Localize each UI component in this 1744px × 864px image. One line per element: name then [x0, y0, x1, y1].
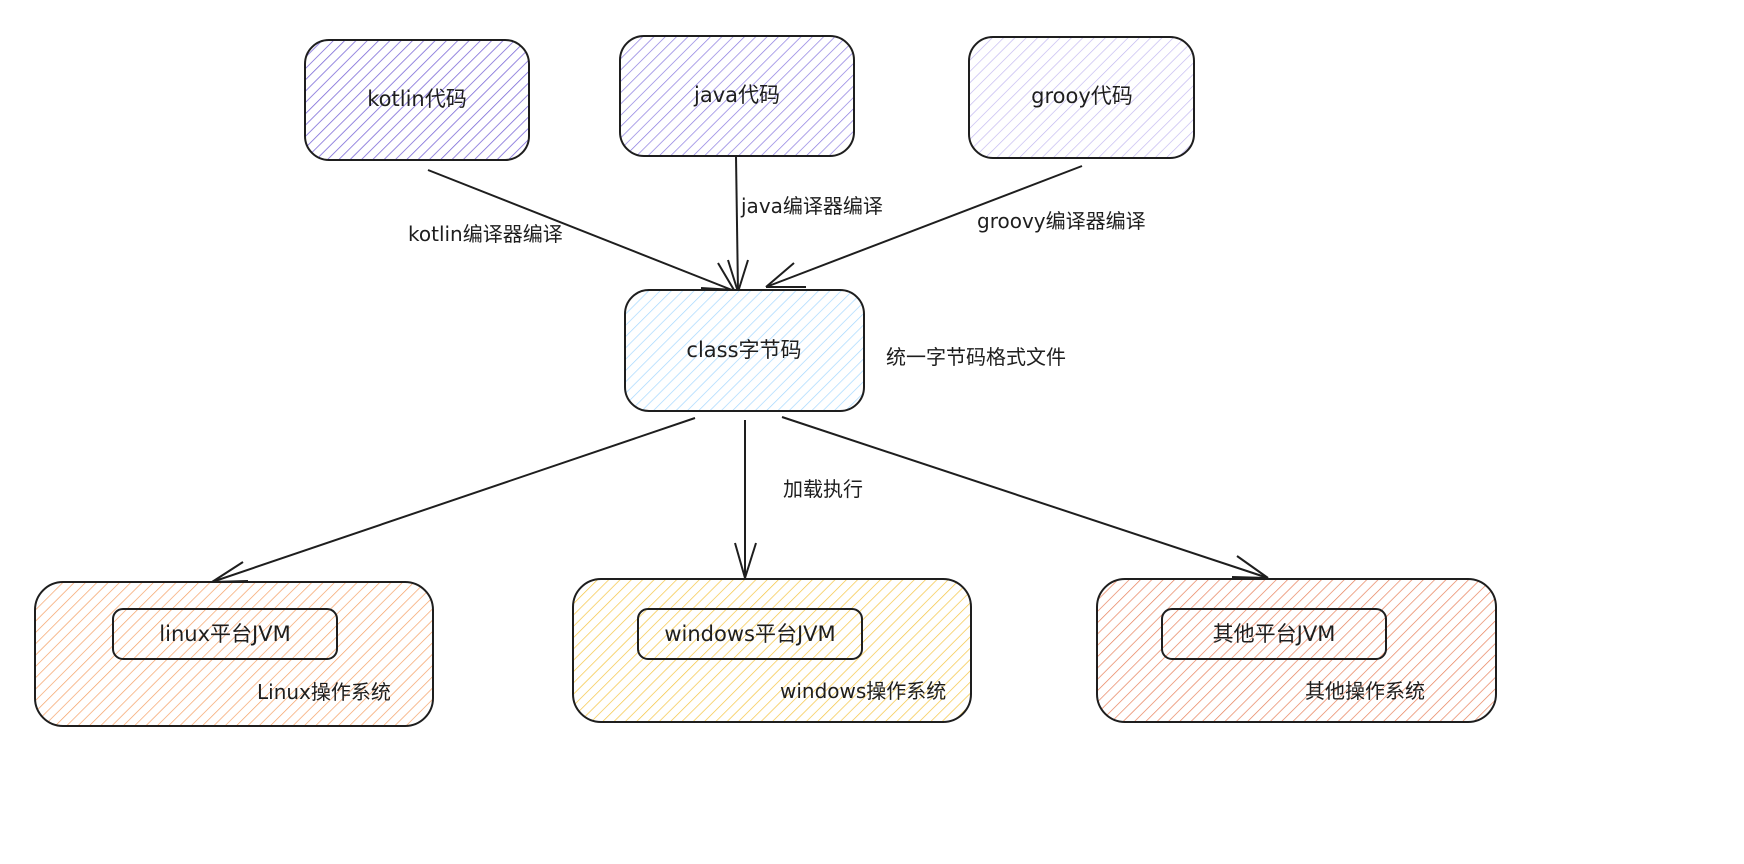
windows-os-label: windows操作系统 — [780, 679, 946, 703]
linux-jvm-box — [112, 608, 338, 660]
groovy-compiler-label: groovy编译器编译 — [977, 209, 1146, 233]
java-source-label: java代码 — [693, 83, 780, 107]
bytecode-note: 统一字节码格式文件 — [886, 345, 1066, 369]
kotlin-compiler-label: kotlin编译器编译 — [408, 222, 563, 246]
windows-os-node: windows平台JVM windows操作系统 — [572, 578, 972, 723]
kotlin-source-node: kotlin代码 — [304, 39, 530, 161]
java-source-node: java代码 — [619, 35, 855, 157]
other-jvm-label: 其他平台JVM — [1213, 622, 1336, 646]
groovy-compile-arrow — [765, 165, 1083, 288]
groovy-source-node: grooy代码 — [968, 36, 1195, 159]
class-bytecode-node: class字节码 — [624, 289, 865, 412]
linux-jvm-label: linux平台JVM — [159, 622, 290, 646]
other-os-node: 其他平台JVM 其他操作系统 — [1096, 578, 1497, 723]
other-jvm-box — [1161, 608, 1387, 660]
class-bytecode-label: class字节码 — [686, 338, 801, 362]
load-arrow-linux — [211, 417, 696, 583]
load-arrow-windows — [734, 420, 757, 579]
java-compiler-label: java编译器编译 — [740, 194, 883, 218]
windows-jvm-box — [637, 608, 863, 660]
linux-os-label: Linux操作系统 — [257, 680, 391, 704]
other-os-label: 其他操作系统 — [1305, 679, 1425, 703]
groovy-source-label: grooy代码 — [1031, 84, 1133, 108]
linux-os-node: linux平台JVM Linux操作系统 — [34, 581, 434, 727]
load-arrow-other — [781, 416, 1269, 579]
kotlin-source-label: kotlin代码 — [367, 87, 466, 111]
load-execute-label: 加载执行 — [783, 477, 863, 501]
java-compile-arrow — [727, 155, 749, 293]
windows-jvm-label: windows平台JVM — [664, 622, 835, 646]
